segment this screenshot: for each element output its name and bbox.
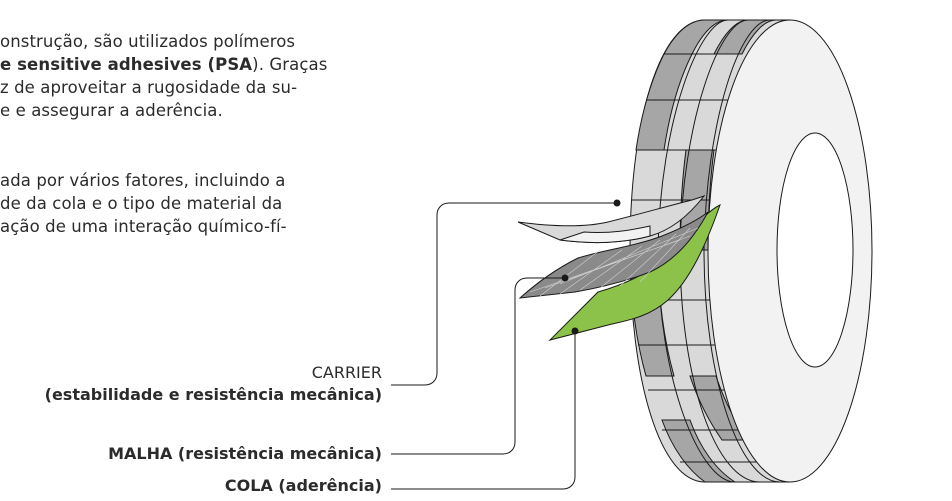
carrier-layer	[517, 195, 706, 244]
paragraph-line: e e assegurar a aderência.	[0, 101, 223, 120]
paragraph-line: ação de uma interação químico-fí-	[0, 217, 287, 236]
roll-face	[707, 19, 873, 483]
paragraph-line: ada por vários fatores, incluindo a	[0, 171, 286, 190]
malha-label: MALHA (resistência mecânica)	[108, 443, 382, 465]
cola-leader-dot	[571, 327, 579, 335]
carrier-description: (estabilidade e resistência mecânica)	[44, 385, 382, 404]
paragraph-line: e sensitive adhesives (PSA). Graças	[0, 53, 327, 76]
paragraph-tail: ). Graças	[252, 55, 328, 74]
carrier-label: CARRIER (estabilidade e resistência mecâ…	[45, 362, 382, 406]
paragraph-line: z de aproveitar a rugosidade da su-	[0, 78, 298, 97]
cola-leader	[391, 331, 576, 490]
leader-lines	[391, 199, 621, 490]
bold-term: e sensitive adhesives (	[0, 55, 216, 74]
carrier-band	[559, 225, 651, 244]
intro-paragraph: onstrução, são utilizados polímeros e se…	[0, 30, 327, 122]
bold-acronym: PSA	[215, 55, 253, 74]
malha-leader-dot	[561, 274, 569, 282]
cola-text: COLA (aderência)	[224, 476, 382, 495]
mesh-pattern	[529, 227, 699, 297]
roll-core-hole	[776, 132, 854, 368]
paragraph-line: onstrução, são utilizados polímeros	[0, 32, 296, 51]
cola-label: COLA (aderência)	[225, 475, 382, 497]
paragraph-line: de da cola e o tipo de material da	[0, 194, 283, 213]
carrier-leader	[391, 202, 617, 386]
carrier-leader-dot	[613, 199, 621, 207]
carrier-title: CARRIER	[311, 363, 382, 382]
malha-leader	[391, 277, 565, 455]
factors-paragraph: ada por vários fatores, incluindo a de d…	[0, 169, 287, 238]
malha-text: MALHA (resistência mecânica)	[108, 444, 382, 463]
